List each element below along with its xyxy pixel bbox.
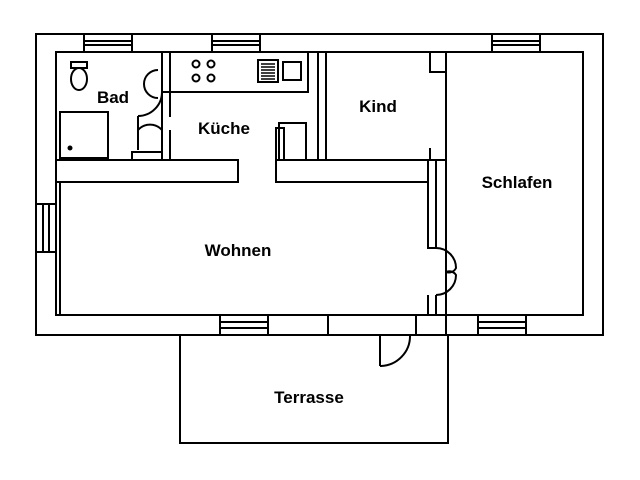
bathroom-walls <box>55 52 309 161</box>
door-bathroom <box>137 91 163 150</box>
window-top-kitchen <box>211 33 261 53</box>
room-label-schlafen: Schlafen <box>482 173 553 192</box>
shower-tray-icon <box>59 111 109 159</box>
door-bedroom-double <box>435 247 458 296</box>
door-terrace <box>379 334 412 367</box>
door-toilet-arc <box>142 69 159 99</box>
terrace-outline <box>179 335 449 444</box>
room-label-terrasse: Terrasse <box>274 388 344 407</box>
window-top-bedroom <box>491 33 541 53</box>
sink-icon <box>257 59 302 83</box>
room-label-wohnen: Wohnen <box>205 241 272 260</box>
window-left-living <box>35 203 57 253</box>
window-bottom-living <box>219 314 269 336</box>
window-top-bath <box>83 33 133 53</box>
room-label-kind: Kind <box>359 97 397 116</box>
stove-icon <box>191 59 216 83</box>
room-label-bad: Bad <box>97 88 129 107</box>
room-label-kueche: Küche <box>198 119 250 138</box>
kids-room-walls <box>317 52 447 161</box>
bedroom-wall <box>427 52 447 316</box>
toilet-icon <box>70 61 88 91</box>
window-bottom-bedroom <box>477 314 527 336</box>
kitchen-cabinet-icon <box>278 122 307 161</box>
kitchen-living-partition <box>55 127 429 315</box>
